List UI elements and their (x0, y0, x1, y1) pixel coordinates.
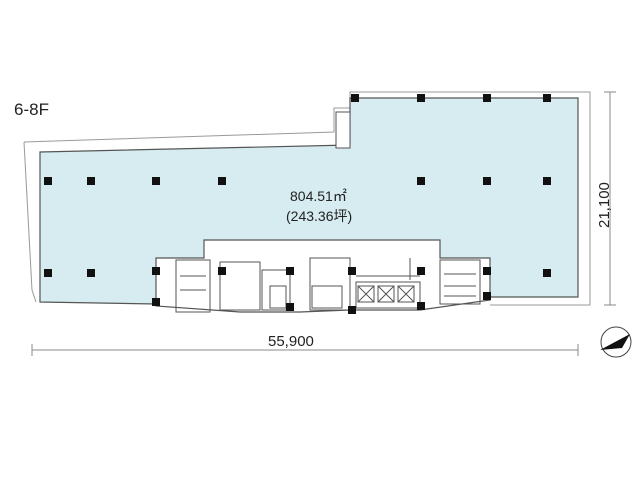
balcony-box (335, 111, 351, 149)
terrace-outline-left (23, 141, 37, 303)
area-tsubo: (243.36坪) (286, 208, 353, 224)
floor-label: 6-8F (14, 100, 49, 119)
area-square-meters: 804.51㎡ (290, 188, 347, 204)
elevators (357, 285, 415, 303)
columns (44, 94, 551, 314)
width-dimension-line (31, 344, 579, 356)
height-dimension: 21,100 (596, 182, 613, 228)
width-dimension: 55,900 (268, 333, 314, 350)
core-rooms (175, 257, 481, 313)
height-dimension-line (604, 91, 616, 306)
north-arrow-icon (600, 326, 632, 358)
